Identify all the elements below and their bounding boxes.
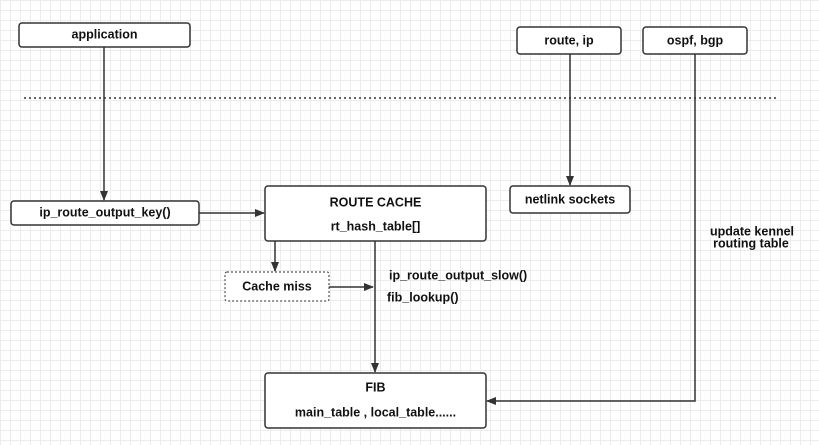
application-label: application [72, 27, 138, 41]
fib-box: FIB main_table , local_table...... [264, 372, 487, 429]
fib-lookup-label: fib_lookup() [387, 290, 459, 304]
netlink-sockets-box: netlink sockets [509, 185, 631, 214]
route-cache-title: ROUTE CACHE [330, 195, 422, 209]
route-ip-label: route, ip [544, 33, 594, 47]
update-kernel-label-line2: routing table [713, 236, 789, 250]
update-kernel-label-line1: update kennel [710, 224, 794, 238]
cache-miss-label: Cache miss [242, 279, 312, 293]
ip-route-output-slow-label: ip_route_output_slow() [389, 268, 527, 282]
netlink-sockets-label: netlink sockets [525, 192, 615, 206]
ospf-bgp-label: ospf, bgp [667, 33, 724, 47]
fib-title: FIB [365, 380, 385, 394]
route-ip-box: route, ip [516, 26, 622, 55]
application-box: application [18, 22, 191, 48]
ip-route-output-key-box: ip_route_output_key() [10, 200, 200, 226]
route-cache-box: ROUTE CACHE rt_hash_table[] [264, 185, 487, 242]
ip-route-output-key-label: ip_route_output_key() [39, 205, 170, 219]
fib-tables: main_table , local_table...... [295, 405, 456, 419]
ospf-bgp-box: ospf, bgp [642, 26, 748, 55]
route-cache-table: rt_hash_table[] [331, 219, 421, 233]
cache-miss-box: Cache miss [224, 271, 330, 302]
arrow-ospf-bgp-to-fib [486, 54, 696, 405]
